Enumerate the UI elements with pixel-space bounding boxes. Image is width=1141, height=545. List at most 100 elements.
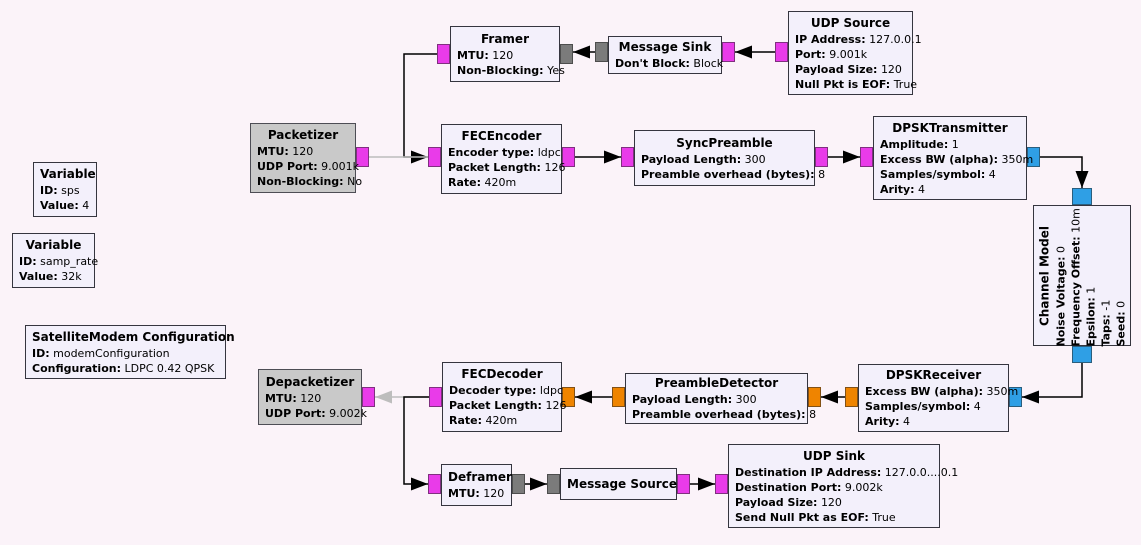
depacketizer-port-right-byte[interactable]	[362, 387, 375, 407]
fec-decoder-port-right-float[interactable]	[562, 387, 575, 407]
sync-preamble-port-left-byte[interactable]	[621, 147, 634, 167]
dpsk-transmitter-param: Amplitude: 1	[880, 137, 1020, 152]
dpsk-transmitter-port-left-byte[interactable]	[860, 147, 873, 167]
variable-samp-rate-title: Variable	[25, 238, 82, 252]
satellitemodem-configuration-param-value: modemConfiguration	[53, 346, 170, 360]
sync-preamble-title: SyncPreamble	[676, 135, 773, 150]
fec-encoder-param: Encoder type: ldpc	[448, 145, 561, 160]
udp-source-param-label: Payload Size:	[795, 62, 878, 76]
variable-sps-param-value: sps	[61, 184, 80, 197]
channel-model-port-top-complex[interactable]	[1072, 188, 1092, 205]
packetizer-param-value: No	[347, 175, 363, 188]
dpsk-receiver-port-right-complex[interactable]	[1009, 387, 1022, 407]
wire-channel-model-to-dpsk-receiver[interactable]	[1022, 363, 1083, 398]
arrowhead-preamble-detector-to-fec-decoder	[575, 390, 592, 404]
udp-source-title: UDP Source	[810, 15, 891, 30]
preamble-detector-param-label: Payload Length:	[632, 393, 733, 406]
deframer-param: MTU: 120	[448, 486, 505, 501]
channel-model-param-label: Noise Voltage:	[1054, 255, 1067, 346]
udp-sink-param-value: True	[872, 510, 896, 524]
fec-encoder-param-label: Packet Length:	[448, 161, 541, 174]
dpsk-receiver-param: Arity: 4	[865, 414, 1002, 429]
deframer-port-right-msg[interactable]	[512, 474, 525, 494]
fec-decoder-title: FECDecoder	[461, 367, 543, 381]
fec-decoder-port-left-byte[interactable]	[429, 387, 442, 407]
dpsk-receiver-param-value: 4	[973, 400, 981, 413]
depacketizer-param: UDP Port: 9.002k	[265, 406, 367, 421]
packetizer-title: Packetizer	[267, 128, 339, 142]
dpsk-receiver-port-left-float[interactable]	[845, 387, 858, 407]
framer-port-right-msg[interactable]	[560, 44, 573, 64]
fec-encoder-param-value: ldpc	[537, 146, 561, 159]
wire-dpsk-transmitter-to-channel-model[interactable]	[1040, 156, 1083, 188]
message-sink-port-right-byte[interactable]	[722, 42, 735, 62]
message-source-port-left-msg[interactable]	[547, 474, 560, 494]
framer-param-label: Non-Blocking:	[457, 63, 544, 77]
deframer-port-left-byte[interactable]	[428, 474, 441, 494]
message-source-title: Message Source	[567, 476, 677, 491]
arrowhead-dpsk-receiver-to-preamble-detector	[821, 390, 838, 404]
variable-sps-title: Variable	[40, 167, 96, 181]
fec-encoder-param-value: 126	[544, 161, 566, 174]
udp-source-param-value: 127.0.0.1	[869, 32, 922, 46]
dpsk-transmitter-param-label: Excess BW (alpha):	[880, 152, 999, 166]
depacketizer-param-label: UDP Port:	[265, 406, 326, 420]
udp-sink-param-label: Destination IP Address:	[735, 465, 882, 479]
udp-sink-param-value: 120	[820, 495, 842, 509]
deframer-param-label: MTU:	[448, 487, 480, 500]
channel-model-param-label: Seed:	[1114, 310, 1127, 346]
variable-samp-rate-param-label: ID:	[19, 255, 37, 268]
udp-source-param: Payload Size: 120	[795, 62, 906, 77]
channel-model-param-label: Epsilon:	[1084, 296, 1097, 346]
framer-param-value: 120	[492, 48, 514, 62]
udp-sink-param-value: 127.0.0....0.1	[884, 465, 959, 479]
message-sink-param: Don't Block: Block	[615, 56, 723, 71]
udp-sink-param: Send Null Pkt as EOF: True	[735, 510, 933, 525]
framer-port-left-byte[interactable]	[437, 44, 450, 64]
fec-encoder-port-right-byte[interactable]	[562, 147, 575, 167]
fec-encoder-param-label: Rate:	[448, 176, 482, 189]
variable-samp-rate-param: Value: 32k	[19, 269, 88, 284]
message-sink-param-label: Don't Block:	[615, 57, 690, 70]
channel-model-param: Frequency Offset: 10m	[1068, 205, 1083, 346]
packetizer-port-right-byte[interactable]	[356, 147, 369, 167]
udp-sink-param: Destination IP Address: 127.0.0....0.1	[735, 465, 958, 480]
preamble-detector-port-right-float[interactable]	[808, 387, 821, 407]
udp-source-port-left-byte[interactable]	[775, 42, 788, 62]
wire-framer-to-fec-encoder[interactable]	[403, 53, 437, 158]
wire-fec-decoder-to-deframer[interactable]	[403, 396, 429, 485]
message-sink-port-left-msg[interactable]	[595, 42, 608, 62]
sync-preamble-param: Payload Length: 300	[641, 152, 808, 167]
udp-source-param-value: 120	[880, 62, 902, 76]
sync-preamble-port-right-byte[interactable]	[815, 147, 828, 167]
message-sink-param-value: Block	[693, 57, 724, 70]
channel-model-port-bottom-complex[interactable]	[1072, 346, 1092, 363]
message-source-port-right-byte[interactable]	[677, 474, 690, 494]
udp-source-param-label: Port:	[795, 47, 826, 61]
fec-encoder-param-label: Encoder type:	[448, 146, 535, 159]
message-source-block[interactable]: Message Source	[560, 468, 677, 500]
preamble-detector-port-left-float[interactable]	[612, 387, 625, 407]
fec-encoder-port-left-byte[interactable]	[428, 147, 441, 167]
udp-sink-port-left-byte[interactable]	[715, 474, 728, 494]
dpsk-transmitter-port-right-complex[interactable]	[1027, 147, 1040, 167]
